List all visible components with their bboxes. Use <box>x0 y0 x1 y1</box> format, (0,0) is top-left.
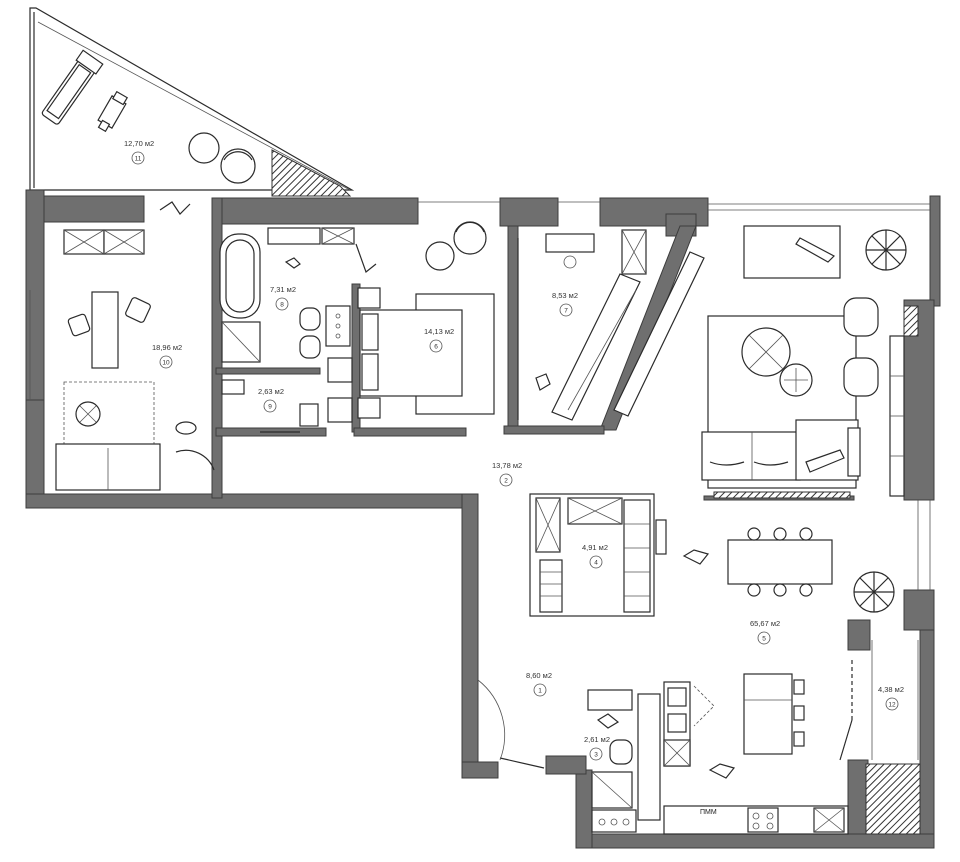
wall-right-top <box>929 195 941 307</box>
wall-corridor-west <box>461 493 479 779</box>
sofa-living <box>701 431 801 481</box>
svg-text:18,96 м2: 18,96 м2 <box>152 343 182 352</box>
room-label-9: 2,63 м2 9 <box>258 387 284 413</box>
svg-text:2,61 м2: 2,61 м2 <box>584 735 610 744</box>
wall-top-bath <box>211 197 419 225</box>
wall-left-lower <box>25 399 45 509</box>
svg-text:12,70 м2: 12,70 м2 <box>124 139 154 148</box>
windows <box>29 21 931 590</box>
wall-closet-cap <box>847 619 871 651</box>
svg-text:2,63 м2: 2,63 м2 <box>258 387 284 396</box>
wall-entry-step <box>461 761 499 779</box>
armchair-balcony <box>220 148 256 184</box>
wall-right-bottom <box>919 629 935 847</box>
dining-table <box>727 539 833 585</box>
svg-text:10: 10 <box>162 360 170 367</box>
room-label-2: 13,78 м2 2 <box>492 461 522 487</box>
wall-bed-room7 <box>507 225 519 431</box>
dishwasher-label: ПММ <box>700 809 717 816</box>
svg-text:2: 2 <box>504 478 508 485</box>
hatched-column-balcony <box>271 149 352 197</box>
svg-text:9: 9 <box>268 404 272 411</box>
office-furniture <box>55 201 215 491</box>
room-label-7: 8,53 м2 7 <box>552 291 578 317</box>
wardrobe-diagonal <box>551 273 641 421</box>
balcony-outline <box>29 7 355 191</box>
room-label-5: 65,67 м2 5 <box>750 619 780 645</box>
svg-text:4,38 м2: 4,38 м2 <box>878 685 904 694</box>
hatched-shaft <box>865 763 921 835</box>
wall-room7-bottom <box>503 425 605 435</box>
kitchen-island <box>743 673 793 755</box>
wall-diagonal <box>599 225 697 431</box>
armchair-2 <box>843 357 879 397</box>
closet-room <box>839 640 919 761</box>
tv-hatch <box>713 491 851 499</box>
room-label-3: 2,61 м2 3 <box>584 735 610 761</box>
bedroom-furniture <box>355 221 495 419</box>
wall-bath3-west <box>575 769 593 849</box>
room-label-11: 12,70 м2 11 <box>124 139 154 165</box>
gym-equipment <box>41 49 256 184</box>
wall-right-lower <box>903 589 935 631</box>
tv-console <box>743 225 841 279</box>
room-label-8: 7,31 м2 8 <box>270 285 296 311</box>
svg-text:8: 8 <box>280 302 284 309</box>
svg-text:7,31 м2: 7,31 м2 <box>270 285 296 294</box>
wall-entry-door <box>545 755 587 775</box>
wall-office-top-a <box>43 195 145 223</box>
wall-bottom <box>575 833 935 849</box>
wall-left-wing-bottom <box>25 493 479 509</box>
svg-text:6: 6 <box>434 344 438 351</box>
svg-text:1: 1 <box>538 688 542 695</box>
entry-door-swing <box>477 679 506 761</box>
svg-text:65,67 м2: 65,67 м2 <box>750 619 780 628</box>
wall-office-east <box>211 197 223 499</box>
bathroom-fixtures <box>219 227 355 433</box>
round-pouf <box>188 132 220 164</box>
wall-bed-bottom <box>353 427 467 437</box>
room-label-10: 18,96 м2 10 <box>152 343 182 369</box>
room-labels: 12,70 м2 11 18,96 м2 10 7,31 м2 8 2,63 м… <box>124 139 904 816</box>
hatched-small <box>903 305 919 337</box>
desk <box>91 291 119 369</box>
wall-top-mid <box>499 197 559 227</box>
wardrobe-room <box>529 493 667 617</box>
room-label-4: 4,91 м2 4 <box>582 543 608 569</box>
svg-text:14,13 м2: 14,13 м2 <box>424 327 454 336</box>
svg-text:4,91 м2: 4,91 м2 <box>582 543 608 552</box>
armchair-1 <box>843 297 879 337</box>
svg-text:13,78 м2: 13,78 м2 <box>492 461 522 470</box>
wall-left-upper <box>25 189 45 401</box>
svg-text:8,60 м2: 8,60 м2 <box>526 671 552 680</box>
svg-text:8,53 м2: 8,53 м2 <box>552 291 578 300</box>
svg-text:3: 3 <box>594 752 598 759</box>
plant-bottom <box>853 571 895 613</box>
room-label-1: 8,60 м2 1 <box>526 671 552 697</box>
entry-door <box>499 757 545 769</box>
room-label-6: 14,13 м2 6 <box>424 327 454 353</box>
plant-top <box>865 229 907 271</box>
wall-bath-wc <box>215 367 321 375</box>
living-area <box>682 225 907 779</box>
svg-text:11: 11 <box>135 156 142 163</box>
svg-text:5: 5 <box>762 636 766 643</box>
svg-text:12: 12 <box>888 702 896 709</box>
dressing-room <box>517 229 705 421</box>
svg-text:4: 4 <box>594 560 598 567</box>
kitchen-and-wc <box>587 681 849 835</box>
room-label-12: 4,38 м2 12 <box>878 685 904 711</box>
svg-text:7: 7 <box>564 308 568 315</box>
